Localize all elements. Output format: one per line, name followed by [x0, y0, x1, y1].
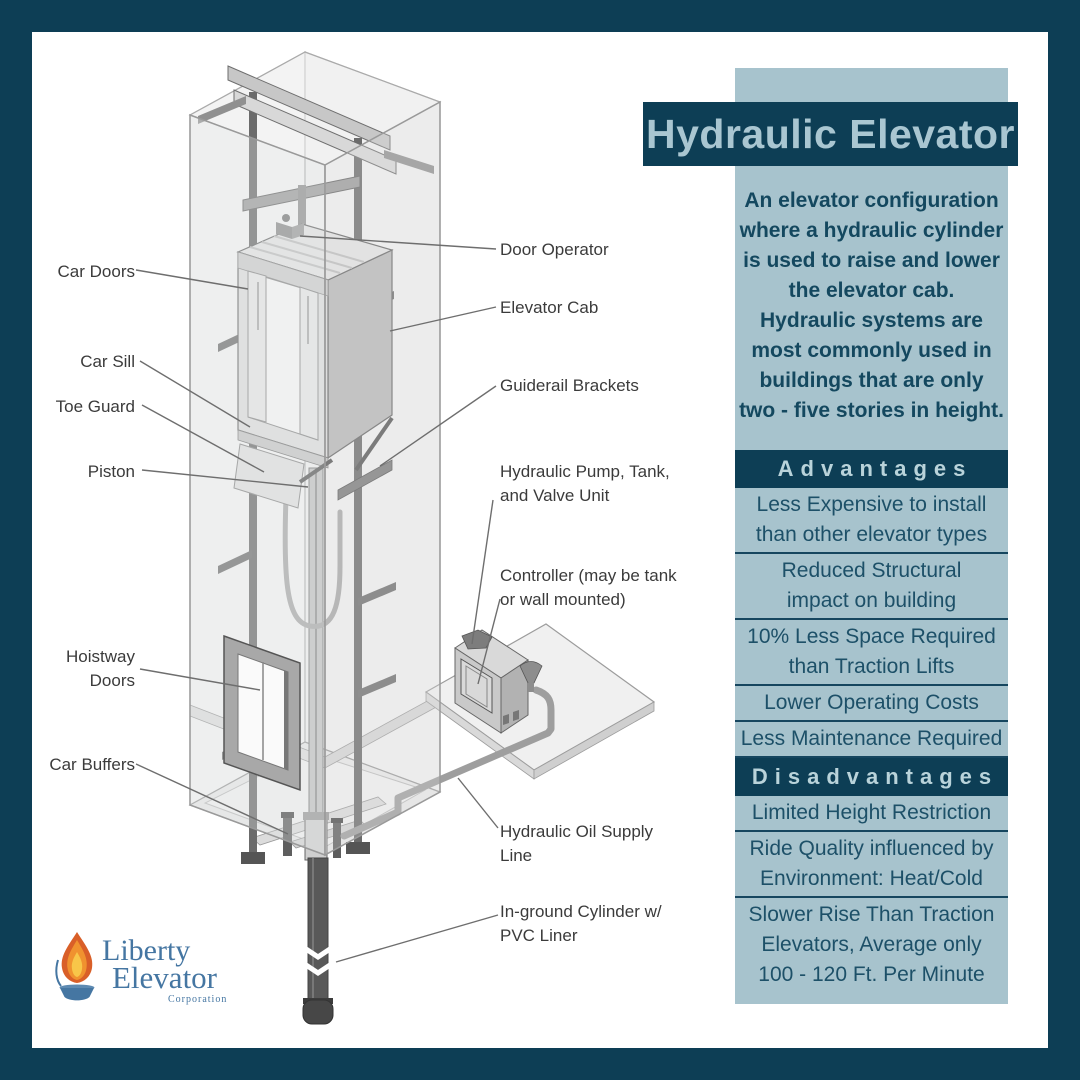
oil-supply-line — [340, 686, 555, 840]
inground-cylinder — [301, 857, 335, 1025]
overhead-beams — [198, 65, 434, 227]
label-hoistway-doors: Hoistway Doors — [66, 647, 135, 690]
liberty-flame-icon — [55, 932, 95, 1001]
advantage-item: Less Maintenance Required — [735, 722, 1008, 758]
advantage-item: Lower Operating Costs — [735, 686, 1008, 722]
label-car-buffers: Car Buffers — [49, 755, 135, 774]
description-text: An elevator configuration where a hydrau… — [739, 189, 1004, 422]
label-elevator-cab: Elevator Cab — [500, 298, 599, 317]
panel-lists: Advantages Less Expensive to install tha… — [735, 450, 1008, 992]
label-hydraulic-pump: Hydraulic Pump, Tank, and Valve Unit — [500, 462, 670, 505]
car-sill — [237, 429, 329, 469]
label-guiderail-brackets: Guiderail Brackets — [500, 376, 639, 395]
hydraulic-hose — [282, 469, 343, 629]
advantages-header-label: Advantages — [777, 456, 973, 481]
car-buffers — [281, 812, 343, 858]
advantage-item: Reduced Structural impact on building — [735, 554, 1008, 620]
disadvantage-item: Limited Height Restriction — [735, 796, 1008, 832]
advantages-header: Advantages — [735, 450, 1008, 488]
label-oil-supply: Hydraulic Oil Supply Line — [500, 822, 654, 865]
label-inground-cylinder: In-ground Cylinder w/ PVC Liner — [500, 902, 662, 945]
page-title: Hydraulic Elevator — [645, 110, 1016, 157]
liberty-elevator-logo: Liberty Elevator Corporation — [54, 930, 284, 1010]
label-controller: Controller (may be tank or wall mounted) — [500, 566, 677, 609]
info-panel — [735, 68, 1008, 1004]
disadvantages-header: Disadvantages — [735, 758, 1008, 796]
label-car-sill: Car Sill — [80, 352, 135, 371]
advantage-item: 10% Less Space Required than Traction Li… — [735, 620, 1008, 686]
label-toe-guard: Toe Guard — [55, 397, 135, 416]
logo-word-elevator: Elevator — [112, 960, 218, 995]
label-piston: Piston — [87, 462, 135, 481]
disadvantage-item: Slower Rise Than Traction Elevators, Ave… — [748, 903, 995, 986]
leader-lines — [135, 235, 501, 963]
hoistway-doors — [223, 634, 301, 792]
toe-guard — [233, 443, 305, 509]
door-operator — [276, 214, 304, 239]
label-door-operator: Door Operator — [500, 240, 609, 259]
disadvantage-item: Ride Quality influenced by Environment: … — [735, 832, 1008, 898]
car-door-right — [299, 286, 319, 441]
logo-word-liberty: Liberty — [102, 934, 191, 967]
logo-subtitle: Corporation — [168, 994, 228, 1005]
pump-tank-valve-unit — [454, 629, 543, 734]
disadvantages-header-label: Disadvantages — [751, 764, 999, 789]
elevator-cab — [233, 214, 394, 509]
car-door-left — [247, 270, 267, 423]
label-car-doors: Car Doors — [57, 262, 135, 281]
advantage-item: Less Expensive to install than other ele… — [735, 488, 1008, 554]
title-banner: Hydraulic Elevator — [643, 102, 1018, 166]
